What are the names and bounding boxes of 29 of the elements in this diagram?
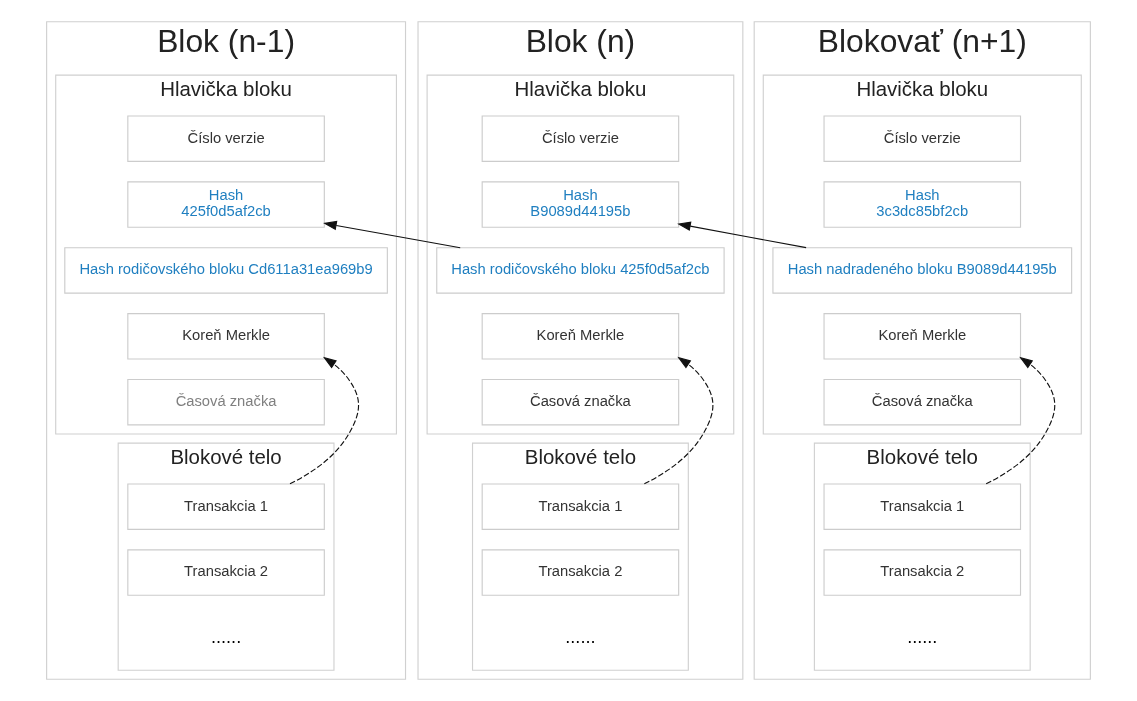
arrow bbox=[323, 220, 461, 249]
node-box: Transakcia 2 bbox=[127, 549, 325, 596]
node-box: Transakcia 2 bbox=[481, 549, 680, 596]
node-box: Transakcia 1 bbox=[127, 483, 325, 530]
node-box: Transakcia 1 bbox=[481, 483, 680, 530]
label: ...... bbox=[210, 626, 242, 647]
label: ...... bbox=[565, 626, 596, 647]
node-box: Hash 425f0d5af2cb bbox=[127, 181, 325, 228]
node-box: Hash rodičovského bloku Cd611a31ea969b9 bbox=[64, 247, 388, 294]
node-box: Koreň Merkle bbox=[823, 313, 1022, 360]
node-box: Koreň Merkle bbox=[127, 313, 325, 360]
node-box: Časová značka bbox=[127, 378, 325, 426]
node-box: Číslo verzie bbox=[481, 115, 680, 162]
node-box: Číslo verzie bbox=[823, 115, 1022, 162]
node-box: Hash 3c3dc85bf2cb bbox=[823, 181, 1022, 228]
node-box: Koreň Merkle bbox=[481, 313, 680, 360]
node-box: Hash B9089d44195b bbox=[481, 181, 680, 228]
node-box: Transakcia 2 bbox=[823, 549, 1022, 596]
arrow bbox=[289, 356, 360, 485]
arrow bbox=[985, 356, 1056, 485]
node-box: Časová značka bbox=[481, 378, 680, 426]
node-box: Číslo verzie bbox=[127, 115, 325, 162]
node-box: Hash rodičovského bloku 425f0d5af2cb bbox=[436, 247, 725, 294]
node-box: Hash nadradeného bloku B9089d44195b bbox=[772, 247, 1073, 294]
node-box: Transakcia 1 bbox=[823, 483, 1022, 530]
arrow bbox=[677, 221, 807, 249]
node-box: Časová značka bbox=[823, 378, 1022, 426]
label: ...... bbox=[907, 626, 938, 647]
arrow bbox=[643, 356, 714, 485]
